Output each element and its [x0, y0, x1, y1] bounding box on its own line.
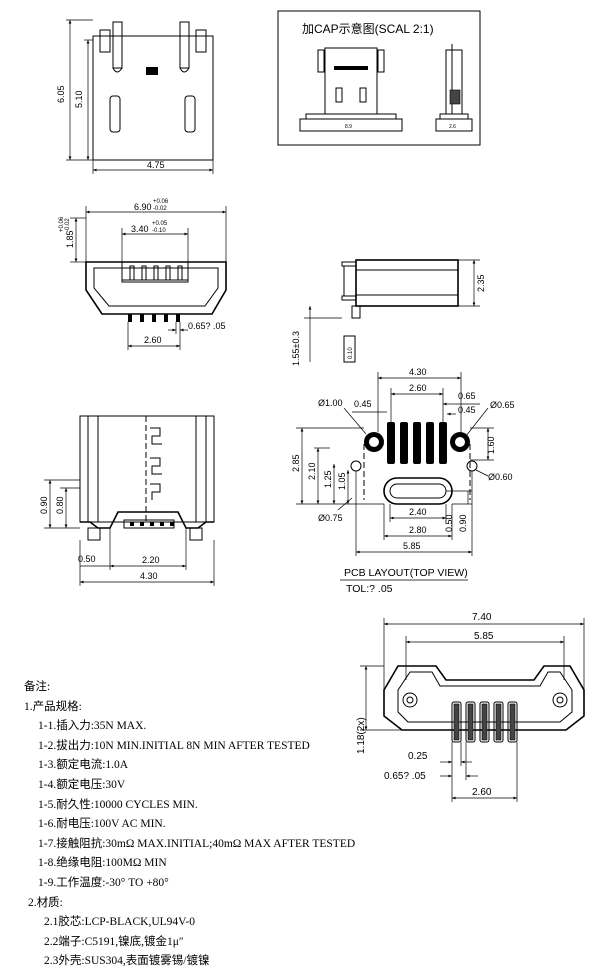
- notes-section-2: 2.材质:: [28, 896, 63, 909]
- spec-1-8: 1-8.绝缘电阻:100MΩ MIN: [38, 857, 167, 870]
- pcb-total-width: 5.85: [403, 541, 421, 551]
- material-2-1: 2.1胶芯:LCP-BLACK,UL94V-0: [44, 916, 195, 929]
- pcb-hole-left-gap: 0.45: [354, 399, 372, 409]
- pcb-bottom-hole: Ø0.75: [318, 513, 343, 523]
- material-2-3: 2.3外壳:SUS304,表面镀雾锡/镀镍: [44, 955, 210, 968]
- view4-inner: 2.20: [142, 555, 160, 565]
- bottom-span: 2.60: [472, 787, 492, 798]
- view4-h2: 0.80: [55, 496, 65, 514]
- pcb-hole-right: Ø0.65: [490, 400, 515, 410]
- bottom-perspective-view: 7.40 5.85 1.18(2x) 0.25 0.65? .05 2.60: [356, 612, 585, 802]
- view2-height-tol-minus: -0.02: [65, 218, 71, 232]
- pcb-title: PCB LAYOUT(TOP VIEW): [344, 567, 468, 579]
- receptacle-front-view: 6.90 +0.06 -0.02 3.40 +0.05 -0.10 1.85 +…: [59, 199, 227, 350]
- pcb-h2: 2.10: [307, 462, 317, 480]
- pcb-pitch: 0.65: [458, 391, 476, 401]
- spec-1-1: 1-1.插入力:35N MAX.: [38, 720, 147, 733]
- view2-opening-tol-plus: +0.05: [152, 221, 168, 227]
- pcb-right-h: 1.60: [486, 436, 496, 454]
- cap-diagram-box: 加CAP示意图(SCAL 2:1) 8.9 2.6: [277, 10, 481, 146]
- bottom-pitch: 0.65? .05: [384, 771, 426, 782]
- pcb-layout-view: 4.30 2.60 0.65 0.45 Ø0.65 Ø1.00 0.45 2.8…: [291, 367, 515, 595]
- view2-height-tol-plus: +0.06: [59, 216, 65, 232]
- spec-1-4: 1-4.额定电压:30V: [38, 778, 126, 791]
- cap-side-view: 2.6: [435, 44, 473, 132]
- view4-h1: 0.90: [39, 496, 49, 514]
- pcb-top-width: 4.30: [409, 367, 427, 377]
- notes-heading: 备注:: [24, 681, 51, 693]
- bottom-side: 1.18(2x): [356, 717, 367, 754]
- spec-1-5: 1-5.耐久性:10000 CYCLES MIN.: [38, 798, 198, 811]
- notes-section: 备注: 1.产品规格: 1-1.插入力:35N MAX. 1-2.拔出力:10N…: [20, 678, 580, 972]
- view2-opening: 3.40: [131, 224, 149, 234]
- view2-pitch: 0.65? .05: [188, 321, 226, 331]
- pcb-slot-hole: Ø0.60: [488, 472, 513, 482]
- view2-width-tol-plus: +0.06: [153, 199, 169, 205]
- view3-height: 2.35: [476, 274, 486, 292]
- cap-box-title: 加CAP示意图(SCAL 2:1): [302, 21, 434, 36]
- bottom-pad: 0.25: [408, 751, 428, 762]
- cap-front-view: 8.9: [299, 47, 403, 132]
- view3-offset-box: 0.10: [348, 347, 354, 359]
- spec-1-2: 1-2.拔出力:10N MIN.INITIAL 8N MIN AFTER TES…: [38, 739, 310, 752]
- bottom-inner: 5.85: [474, 631, 494, 642]
- pcb-h3: 1.25: [323, 470, 333, 488]
- view1-width: 4.75: [147, 160, 165, 170]
- view4-margin: 0.50: [78, 554, 96, 564]
- spec-1-3: 1-3.额定电流:1.0A: [38, 759, 129, 772]
- spec-1-6: 1-6.耐电压:100V AC MIN.: [38, 818, 166, 831]
- pcb-slot-width: 2.40: [409, 507, 427, 517]
- pcb-slot-h1: 0.50: [444, 514, 454, 532]
- cap-side-width: 2.6: [449, 124, 456, 130]
- view3-standoff: 1.55±0.3: [291, 331, 301, 366]
- view2-opening-tol-minus: -0.10: [152, 228, 166, 234]
- pcb-slot-h2: 0.90: [458, 514, 468, 532]
- pcb-hole-left: Ø1.00: [318, 398, 343, 408]
- side-view: 2.35 1.55±0.3 0.10: [291, 259, 486, 366]
- view1-height-outer: 6.05: [56, 85, 66, 103]
- spec-1-9: 1-9.工作温度:-30° TO +80°: [38, 876, 169, 889]
- cap-front-width: 8.9: [345, 124, 352, 130]
- pcb-tolerance: TOL:? .05: [346, 583, 393, 595]
- top-front-view: 6.05 5.10 4.75: [56, 19, 214, 174]
- pcb-h4: 1.05: [337, 472, 347, 490]
- bottom-width: 7.40: [472, 612, 492, 623]
- pcb-slot-outer: 2.80: [409, 525, 427, 535]
- view2-width-tol-minus: -0.02: [153, 206, 167, 212]
- pcb-pad-width: 0.45: [458, 405, 476, 415]
- view2-width: 6.90: [134, 202, 152, 212]
- material-2-2: 2.2端子:C5191,镍底,镀金1μ″: [44, 935, 184, 948]
- bottom-front-view: 0.90 0.80 0.50 2.20 4.30: [39, 415, 215, 586]
- pcb-span: 2.60: [409, 383, 427, 393]
- view1-height-inner: 5.10: [74, 90, 84, 108]
- pcb-height-total: 2.85: [291, 454, 301, 472]
- notes-section-1: 1.产品规格:: [24, 700, 82, 713]
- view2-pins-span: 2.60: [144, 335, 162, 345]
- spec-1-7: 1-7.接触阻抗:30mΩ MAX.INITIAL;40mΩ MAX AFTER…: [38, 837, 356, 850]
- view4-outer: 4.30: [140, 571, 158, 581]
- view2-height: 1.85: [65, 230, 75, 248]
